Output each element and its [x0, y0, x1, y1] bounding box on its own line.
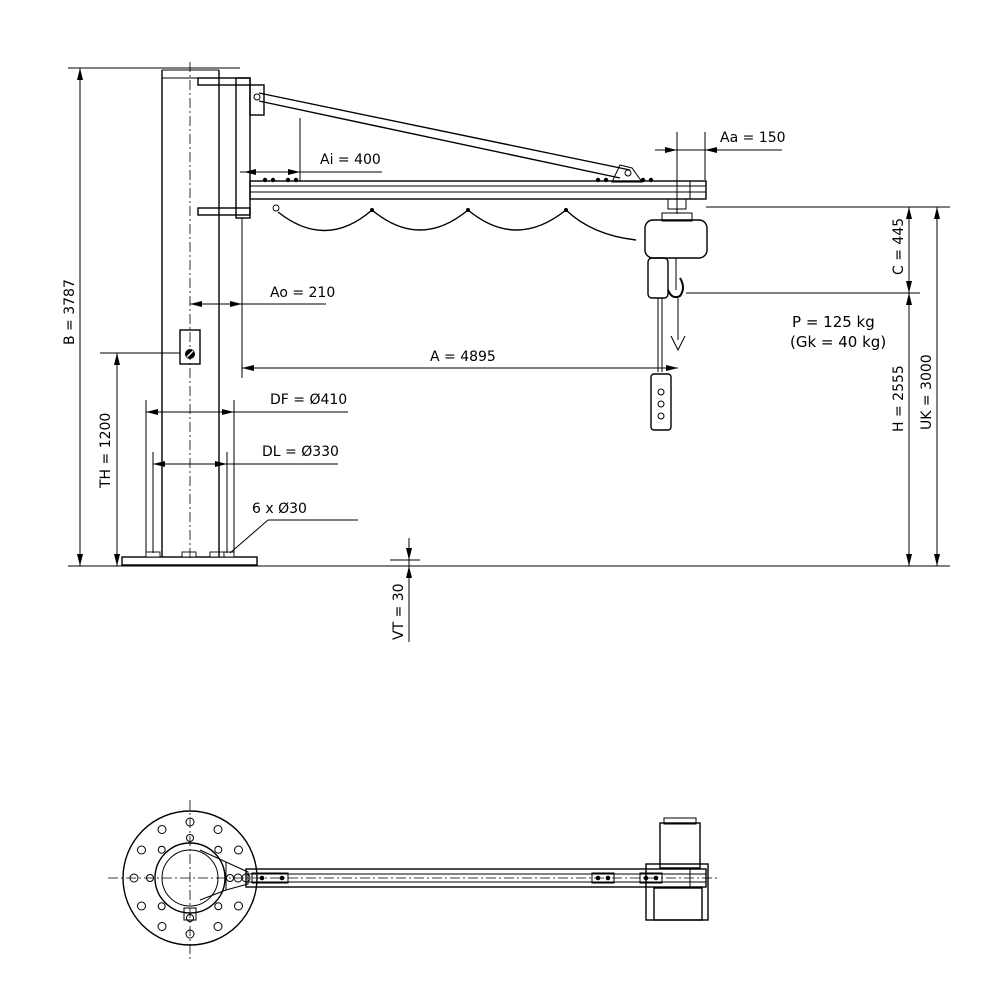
dim-uk-label: UK = 3000 — [919, 354, 935, 430]
dim-th-label: TH = 1200 — [98, 413, 114, 489]
dim-b: B = 3787 — [62, 67, 240, 566]
load-info: P = 125 kg (Gk = 40 kg) — [790, 313, 886, 351]
dim-b-label: B = 3787 — [62, 279, 78, 345]
dim-ao-label: Ao = 210 — [270, 285, 335, 301]
dim-vt-label: VT = 30 — [391, 583, 407, 640]
base-flange-inner — [154, 842, 226, 914]
dim-aa-label: Aa = 150 — [720, 130, 786, 146]
dim-dl: DL = Ø330 — [152, 444, 339, 553]
dim-holes-label: 6 x Ø30 — [252, 501, 307, 517]
base-flange-outer — [122, 810, 258, 946]
dim-ai: Ai = 400 — [240, 118, 382, 181]
dim-vt: VT = 30 — [390, 538, 420, 642]
cable-festoon — [272, 204, 637, 241]
side-elevation: B = 3787 TH = 1200 Ai = 400 Aa = 150 — [62, 62, 950, 642]
plan-jib-arm — [245, 868, 707, 888]
pendant-control — [650, 373, 672, 431]
outer-bolt-holes — [129, 817, 251, 939]
dim-ao: Ao = 210 — [190, 218, 335, 378]
dim-dl-label: DL = Ø330 — [262, 444, 339, 460]
electrical-box — [100, 329, 201, 365]
dim-df: DF = Ø410 — [145, 392, 348, 553]
plan-view — [108, 800, 720, 960]
plan-hoist — [645, 817, 709, 921]
base-plate — [121, 556, 258, 566]
dim-holes: 6 x Ø30 — [229, 501, 358, 554]
tie-rod — [258, 92, 643, 183]
electric-hoist — [644, 212, 708, 372]
dim-right: C = 445 H = 2555 UK = 3000 — [686, 206, 950, 566]
pivot-bracket — [197, 77, 265, 219]
dim-th: TH = 1200 — [98, 353, 120, 566]
load-capacity: P = 125 kg — [792, 313, 875, 331]
dim-a: A = 4895 — [242, 349, 678, 371]
dim-a-label: A = 4895 — [430, 349, 496, 365]
jib-arm — [249, 177, 707, 210]
dim-c-label: C = 445 — [891, 218, 907, 275]
dim-aa: Aa = 150 — [655, 130, 786, 214]
dim-df-label: DF = Ø410 — [270, 392, 347, 408]
plan-pivot — [183, 849, 249, 921]
dim-h-label: H = 2555 — [891, 365, 907, 432]
column — [161, 62, 220, 560]
dim-ai-label: Ai = 400 — [320, 152, 381, 168]
load-self-weight: (Gk = 40 kg) — [790, 333, 886, 351]
